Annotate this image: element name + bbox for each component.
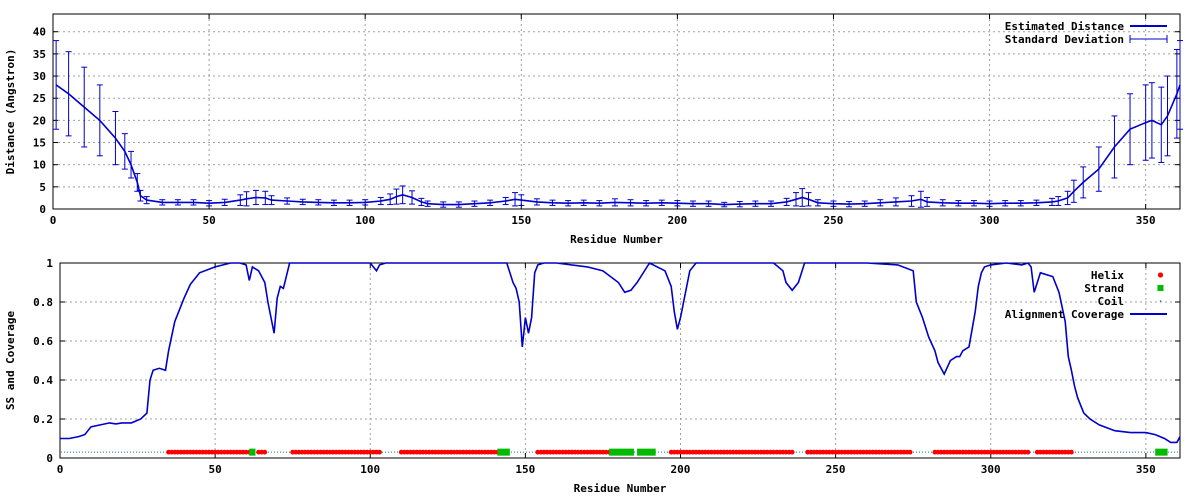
y-tick-label: 0.8 bbox=[33, 296, 53, 309]
x-tick-label: 100 bbox=[355, 214, 375, 227]
y-axis-label: SS and Coverage bbox=[4, 310, 17, 410]
helix-point bbox=[377, 449, 382, 455]
x-tick-label: 0 bbox=[50, 214, 57, 227]
y-axis-label: Distance (Angstron) bbox=[4, 49, 17, 175]
y-tick-label: 20 bbox=[33, 114, 46, 127]
y-tick-label: 0 bbox=[46, 452, 53, 465]
strand-segment bbox=[1155, 448, 1168, 456]
y-tick-label: 0.4 bbox=[33, 374, 53, 387]
x-axis-label: Residue Number bbox=[574, 482, 667, 495]
x-axis-label: Residue Number bbox=[570, 233, 663, 246]
legend-label: Standard Deviation bbox=[1005, 33, 1124, 46]
x-tick-label: 350 bbox=[1136, 214, 1156, 227]
x-tick-label: 250 bbox=[824, 214, 844, 227]
x-tick-label: 150 bbox=[515, 463, 535, 476]
legend-label: Estimated Distance bbox=[1005, 20, 1125, 33]
legend-label: Alignment Coverage bbox=[1005, 308, 1125, 321]
legend-helix-symbol bbox=[1157, 272, 1164, 278]
strand-segment bbox=[497, 448, 510, 456]
helix-point bbox=[1069, 449, 1074, 455]
legend-label: Strand bbox=[1084, 282, 1124, 295]
y-tick-label: 10 bbox=[33, 159, 46, 172]
x-tick-label: 0 bbox=[57, 463, 64, 476]
y-tick-label: 40 bbox=[33, 26, 46, 39]
y-tick-label: 15 bbox=[33, 137, 46, 150]
y-tick-label: 25 bbox=[33, 92, 46, 105]
y-tick-label: 5 bbox=[39, 181, 46, 194]
helix-point bbox=[907, 449, 913, 455]
x-tick-label: 350 bbox=[1136, 463, 1156, 476]
helix-point bbox=[1025, 449, 1031, 455]
helix-point bbox=[262, 449, 268, 455]
x-tick-label: 250 bbox=[826, 463, 846, 476]
y-tick-label: 0.2 bbox=[33, 413, 53, 426]
series-line-alignment-coverage bbox=[60, 261, 1181, 444]
series-line-estimated-distance bbox=[55, 84, 1181, 206]
y-tick-label: 35 bbox=[33, 48, 46, 61]
strand-segment bbox=[249, 448, 256, 456]
x-tick-label: 100 bbox=[360, 463, 380, 476]
x-tick-label: 150 bbox=[511, 214, 531, 227]
legend-strand-symbol bbox=[1157, 285, 1164, 291]
y-tick-label: 0.6 bbox=[33, 335, 53, 348]
y-tick-label: 30 bbox=[33, 70, 46, 83]
strand-segment bbox=[637, 448, 656, 456]
strand-segment bbox=[609, 448, 634, 456]
legend-label: Helix bbox=[1091, 269, 1124, 282]
x-tick-label: 200 bbox=[667, 214, 687, 227]
legend-label: Coil bbox=[1098, 295, 1125, 308]
y-tick-label: 1 bbox=[46, 257, 53, 270]
x-tick-label: 300 bbox=[980, 214, 1000, 227]
legend-coil-symbol bbox=[1159, 300, 1162, 302]
plot-frame bbox=[59, 262, 1181, 459]
y-tick-label: 0 bbox=[39, 203, 46, 216]
helix-point bbox=[789, 449, 795, 455]
x-tick-label: 50 bbox=[202, 214, 215, 227]
x-tick-label: 50 bbox=[208, 463, 221, 476]
x-tick-label: 300 bbox=[981, 463, 1001, 476]
x-tick-label: 200 bbox=[671, 463, 691, 476]
